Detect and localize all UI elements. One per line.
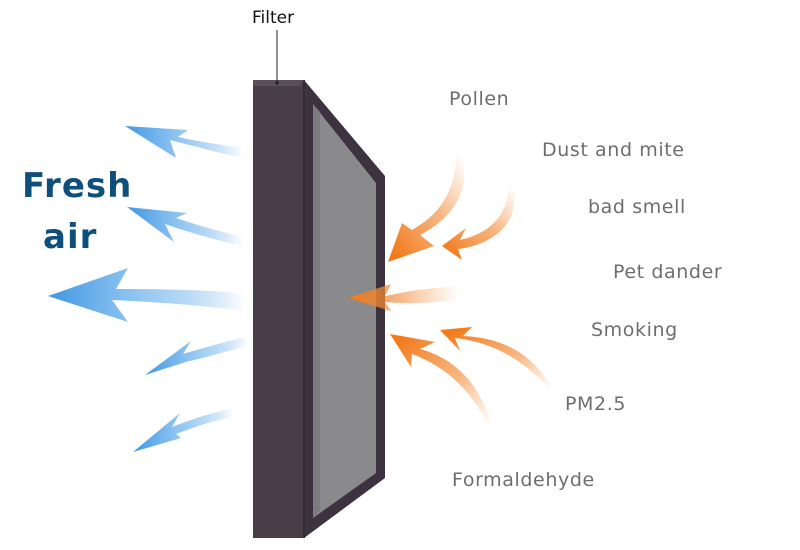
filter-frame	[253, 80, 385, 538]
pollutant-label-pet-dander: Pet dander	[613, 261, 723, 283]
fresh-air-arrows	[48, 126, 248, 452]
filter-label: Filter	[252, 8, 295, 28]
orange-pollutant-arrow-icon	[388, 142, 465, 262]
pollutant-label-smoking: Smoking	[591, 319, 678, 341]
pollutant-label-pollen: Pollen	[449, 88, 510, 110]
fresh-air-label-line1: Fresh	[22, 166, 133, 206]
blue-fresh-air-arrow-icon	[127, 207, 243, 246]
fresh-air-label-line2: air	[43, 217, 98, 257]
filter-media-panel	[313, 104, 376, 518]
pollutant-label-dust-and-mite: Dust and mite	[542, 139, 685, 161]
orange-pollutant-arrow-icon	[440, 327, 557, 397]
filter-front-frame	[253, 80, 305, 538]
filter-label-dot	[275, 81, 279, 85]
orange-pollutant-arrow-icon	[442, 175, 515, 260]
blue-fresh-air-arrow-icon	[48, 268, 245, 322]
pollutant-label-formaldehyde: Formaldehyde	[452, 469, 595, 491]
pollutant-label-bad-smell: bad smell	[588, 196, 686, 218]
pollutant-label-pm25: PM2.5	[565, 393, 627, 415]
orange-pollutant-arrow-icon	[348, 284, 460, 311]
blue-fresh-air-arrow-icon	[125, 126, 243, 158]
filter-media-shade	[313, 104, 320, 518]
pollutant-arrows	[348, 142, 557, 437]
orange-pollutant-arrow-icon	[390, 334, 495, 437]
blue-fresh-air-arrow-icon	[133, 408, 234, 452]
blue-fresh-air-arrow-icon	[145, 336, 248, 375]
